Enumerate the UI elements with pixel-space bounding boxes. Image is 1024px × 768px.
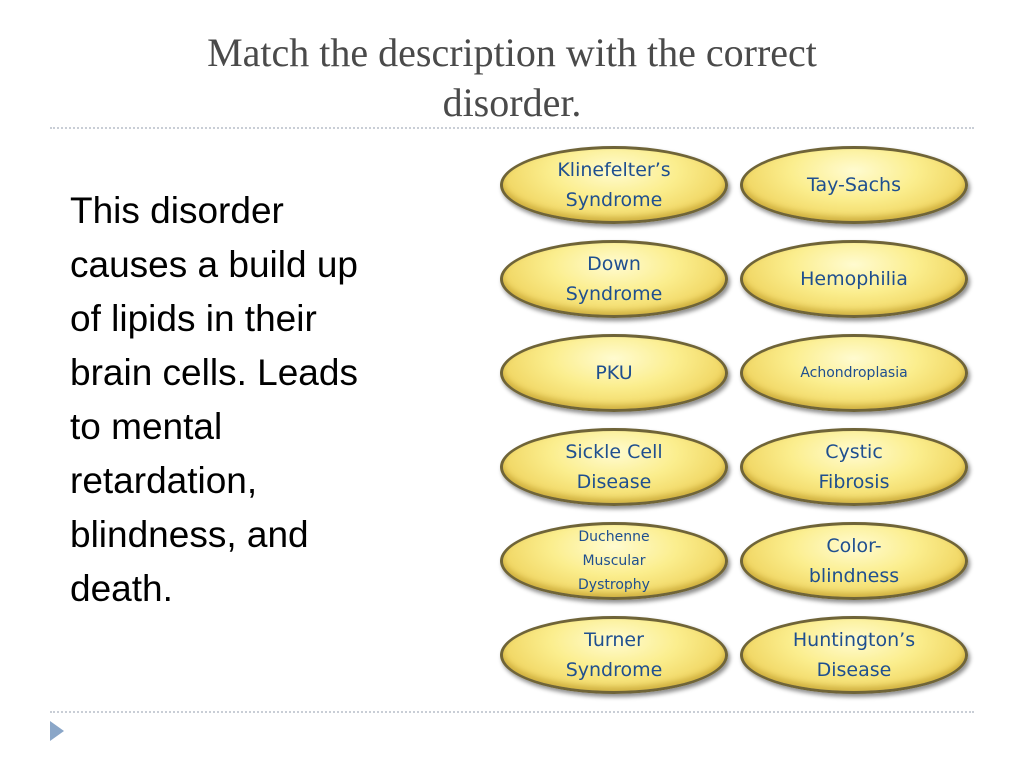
description-line: of lipids in their	[70, 298, 317, 339]
play-triangle-icon[interactable]	[50, 721, 64, 741]
option-label-line: Down	[587, 253, 641, 275]
slide-title-line-2: disorder.	[442, 80, 582, 125]
option-huntingtons-disease-button[interactable]: Huntington’s Disease	[740, 616, 968, 694]
option-label-line: Color-	[826, 535, 882, 557]
option-duchenne-muscular-dystrophy-button[interactable]: Duchenne Muscular Dystrophy	[500, 522, 728, 600]
option-label-line: Syndrome	[565, 283, 663, 305]
option-label-line: Klinefelter’s	[557, 159, 671, 181]
description-line: brain cells. Leads	[70, 352, 358, 393]
option-label-line: Achondroplasia	[800, 365, 908, 381]
description-line: This disorder	[70, 190, 284, 231]
option-label-line: Cystic	[825, 441, 883, 463]
description-line: causes a build up	[70, 244, 358, 285]
option-label-line: Turner	[584, 629, 644, 651]
option-label-line: Fibrosis	[818, 471, 890, 493]
option-sickle-cell-disease-button[interactable]: Sickle Cell Disease	[500, 428, 728, 506]
bottom-divider	[50, 711, 974, 713]
option-pku-button[interactable]: PKU	[500, 334, 728, 412]
option-label-line: Syndrome	[565, 189, 663, 211]
option-klinefelters-syndrome-button[interactable]: Klinefelter’s Syndrome	[500, 146, 728, 224]
description-line: blindness, and	[70, 514, 309, 555]
slide-title: Match the description with the correct d…	[0, 28, 1024, 128]
option-color-blindness-button[interactable]: Color- blindness	[740, 522, 968, 600]
top-divider	[50, 127, 974, 129]
description-text: This disorder causes a build up of lipid…	[70, 184, 410, 616]
description-line: retardation,	[70, 460, 258, 501]
option-label-line: Sickle Cell	[565, 441, 663, 463]
option-label-line: Duchenne	[578, 529, 650, 545]
option-label-line: Dystrophy	[578, 577, 650, 593]
description-line: to mental	[70, 406, 223, 447]
option-label-line: PKU	[595, 362, 633, 384]
option-label-line: Disease	[576, 471, 652, 493]
option-cystic-fibrosis-button[interactable]: Cystic Fibrosis	[740, 428, 968, 506]
description-line: death.	[70, 568, 173, 609]
slide-title-line-1: Match the description with the correct	[207, 30, 817, 75]
option-tay-sachs-button[interactable]: Tay-Sachs	[740, 146, 968, 224]
option-hemophilia-button[interactable]: Hemophilia	[740, 240, 968, 318]
option-label-line: Hemophilia	[800, 268, 908, 290]
option-achondroplasia-button[interactable]: Achondroplasia	[740, 334, 968, 412]
answer-options-grid: Klinefelter’s Syndrome Tay-Sachs Down Sy…	[500, 146, 968, 694]
option-label-line: Muscular	[582, 553, 646, 569]
option-label-line: Huntington’s	[792, 629, 916, 651]
option-label-line: blindness	[808, 565, 900, 587]
option-label-line: Tay-Sachs	[807, 174, 901, 196]
option-turner-syndrome-button[interactable]: Turner Syndrome	[500, 616, 728, 694]
option-label-line: Syndrome	[565, 659, 663, 681]
option-down-syndrome-button[interactable]: Down Syndrome	[500, 240, 728, 318]
option-label-line: Disease	[816, 659, 892, 681]
